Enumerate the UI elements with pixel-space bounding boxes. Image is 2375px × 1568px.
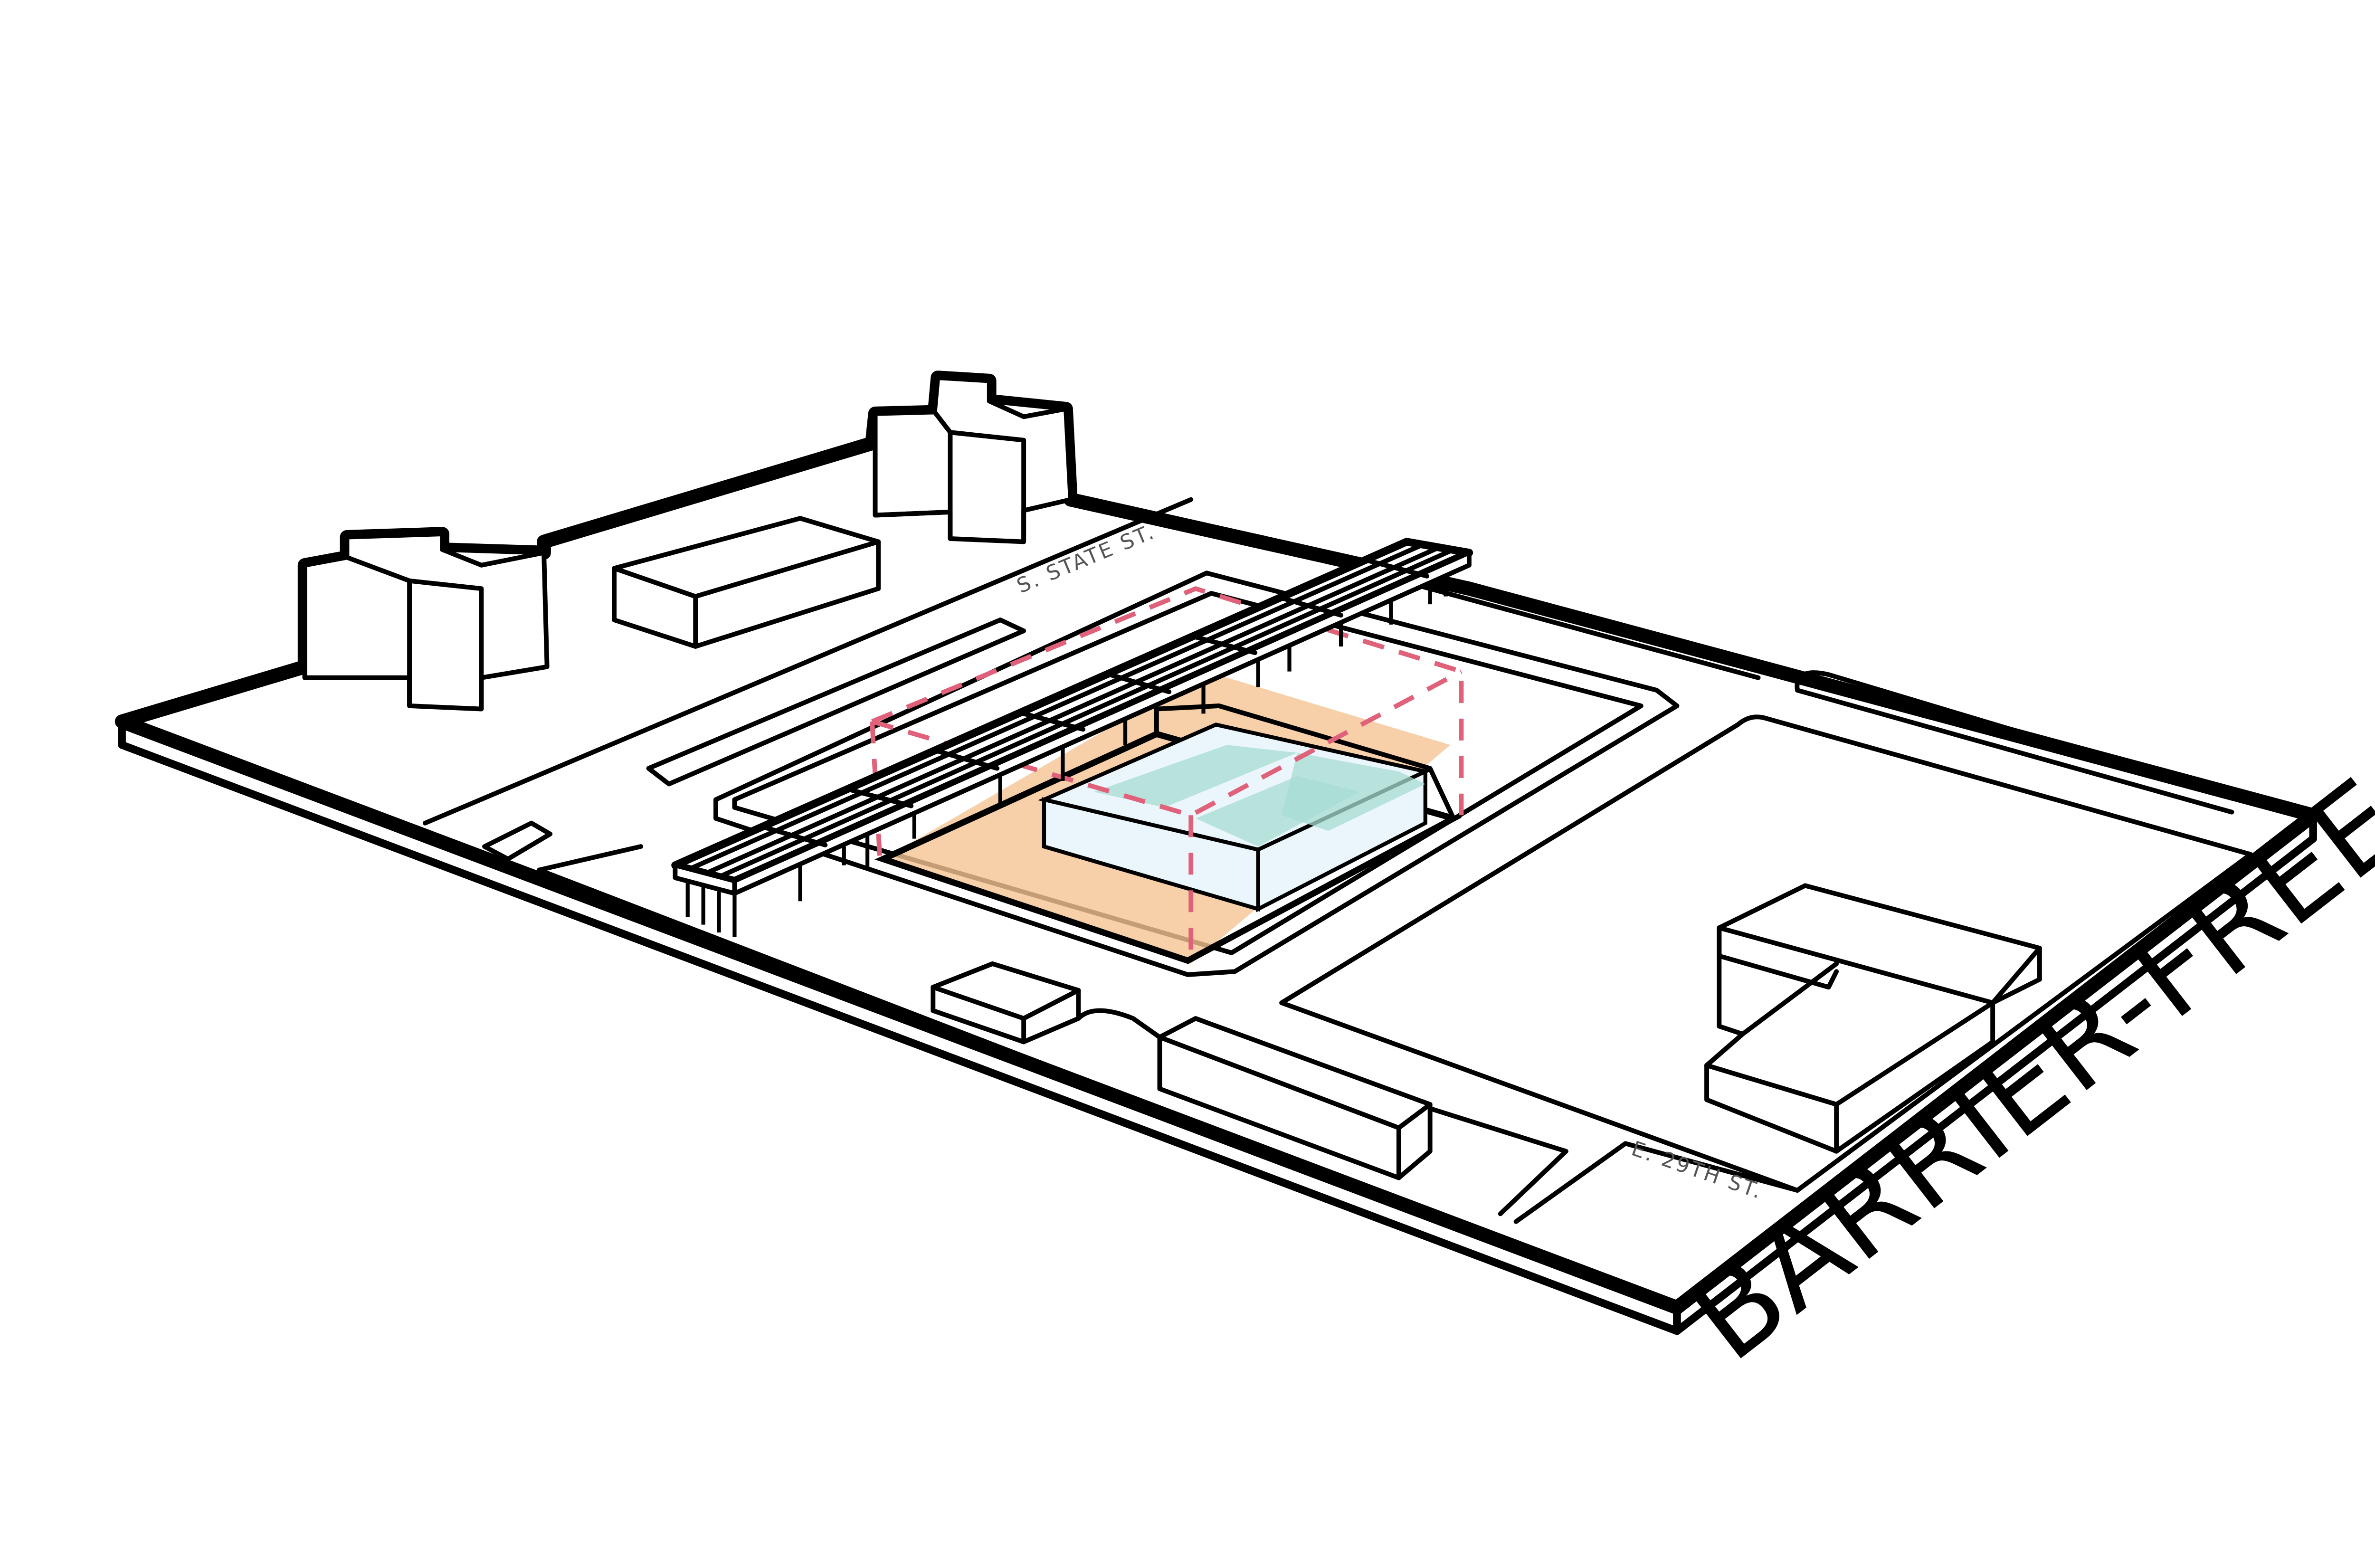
- rail-deck-side: [732, 550, 1472, 896]
- long-block-south: [1157, 1016, 1433, 1180]
- road-edge-west: [537, 867, 1680, 1310]
- glass-building: [1037, 722, 1432, 912]
- median-island: [646, 618, 1026, 787]
- road-south-3: [1425, 1105, 1568, 1216]
- road-edge-north-1: [423, 497, 1194, 826]
- elevated-rail: [671, 538, 1473, 937]
- road-south-4: [1513, 1141, 1800, 1224]
- tower-left: [302, 532, 550, 712]
- glass-accent-1: [1094, 745, 1297, 808]
- rail-cross-ties: [763, 558, 1430, 847]
- l-block-east: [1704, 883, 2042, 1154]
- rail-columns: [685, 576, 1448, 937]
- context-buildings: [302, 375, 2042, 1180]
- road-edge-north-3: [1795, 688, 2234, 815]
- rail-lines: [688, 542, 1456, 879]
- project-site: [870, 586, 1464, 964]
- tower-right: [873, 375, 1073, 544]
- low-block-north: [612, 516, 881, 649]
- curb-south-1: [482, 820, 553, 862]
- glass-accent-3: [1282, 752, 1425, 831]
- site-back-edge: [1154, 703, 1456, 821]
- road-south-1: [537, 844, 643, 873]
- east-block-outline: [1279, 714, 2253, 1193]
- small-block-south: [931, 961, 1081, 1045]
- road-east-1: [1795, 670, 2144, 771]
- road-south-2: [1076, 1008, 1162, 1040]
- road-edge-north-2: [1248, 539, 1761, 680]
